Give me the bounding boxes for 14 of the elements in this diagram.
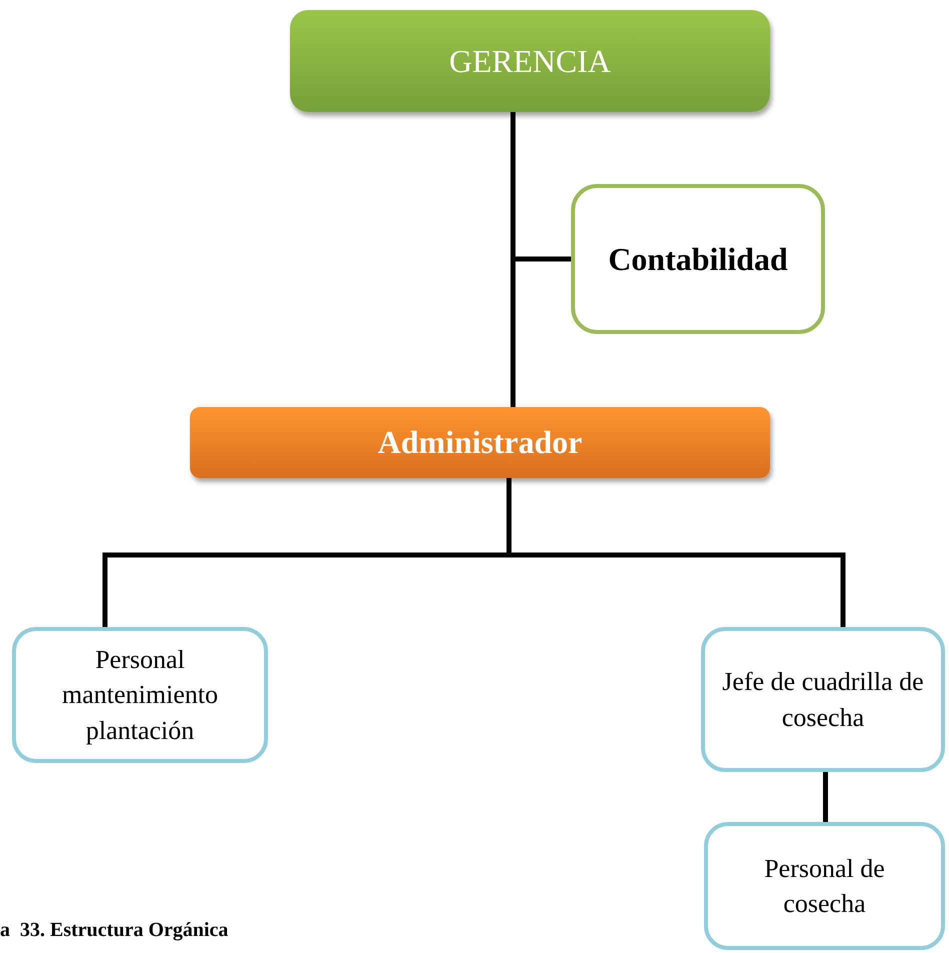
management-box [290, 10, 770, 112]
node-title: Personal de cosecha [763, 852, 886, 920]
unit-box [701, 627, 945, 772]
administrator-box [190, 407, 770, 478]
department-box [571, 184, 825, 334]
node-title: Jefe de cuadrilla de cosecha [721, 666, 925, 734]
unit-box [704, 822, 945, 950]
node-title: Personal mantenimiento plantación [61, 644, 219, 747]
connector-line [823, 772, 828, 822]
unit-box [12, 627, 268, 763]
figure-caption: a 33. Estructura Orgánica [0, 919, 228, 942]
node-title: Contabilidad [608, 240, 788, 278]
node-title: Administrador [378, 424, 582, 461]
node-title: GERENCIA [449, 42, 611, 80]
